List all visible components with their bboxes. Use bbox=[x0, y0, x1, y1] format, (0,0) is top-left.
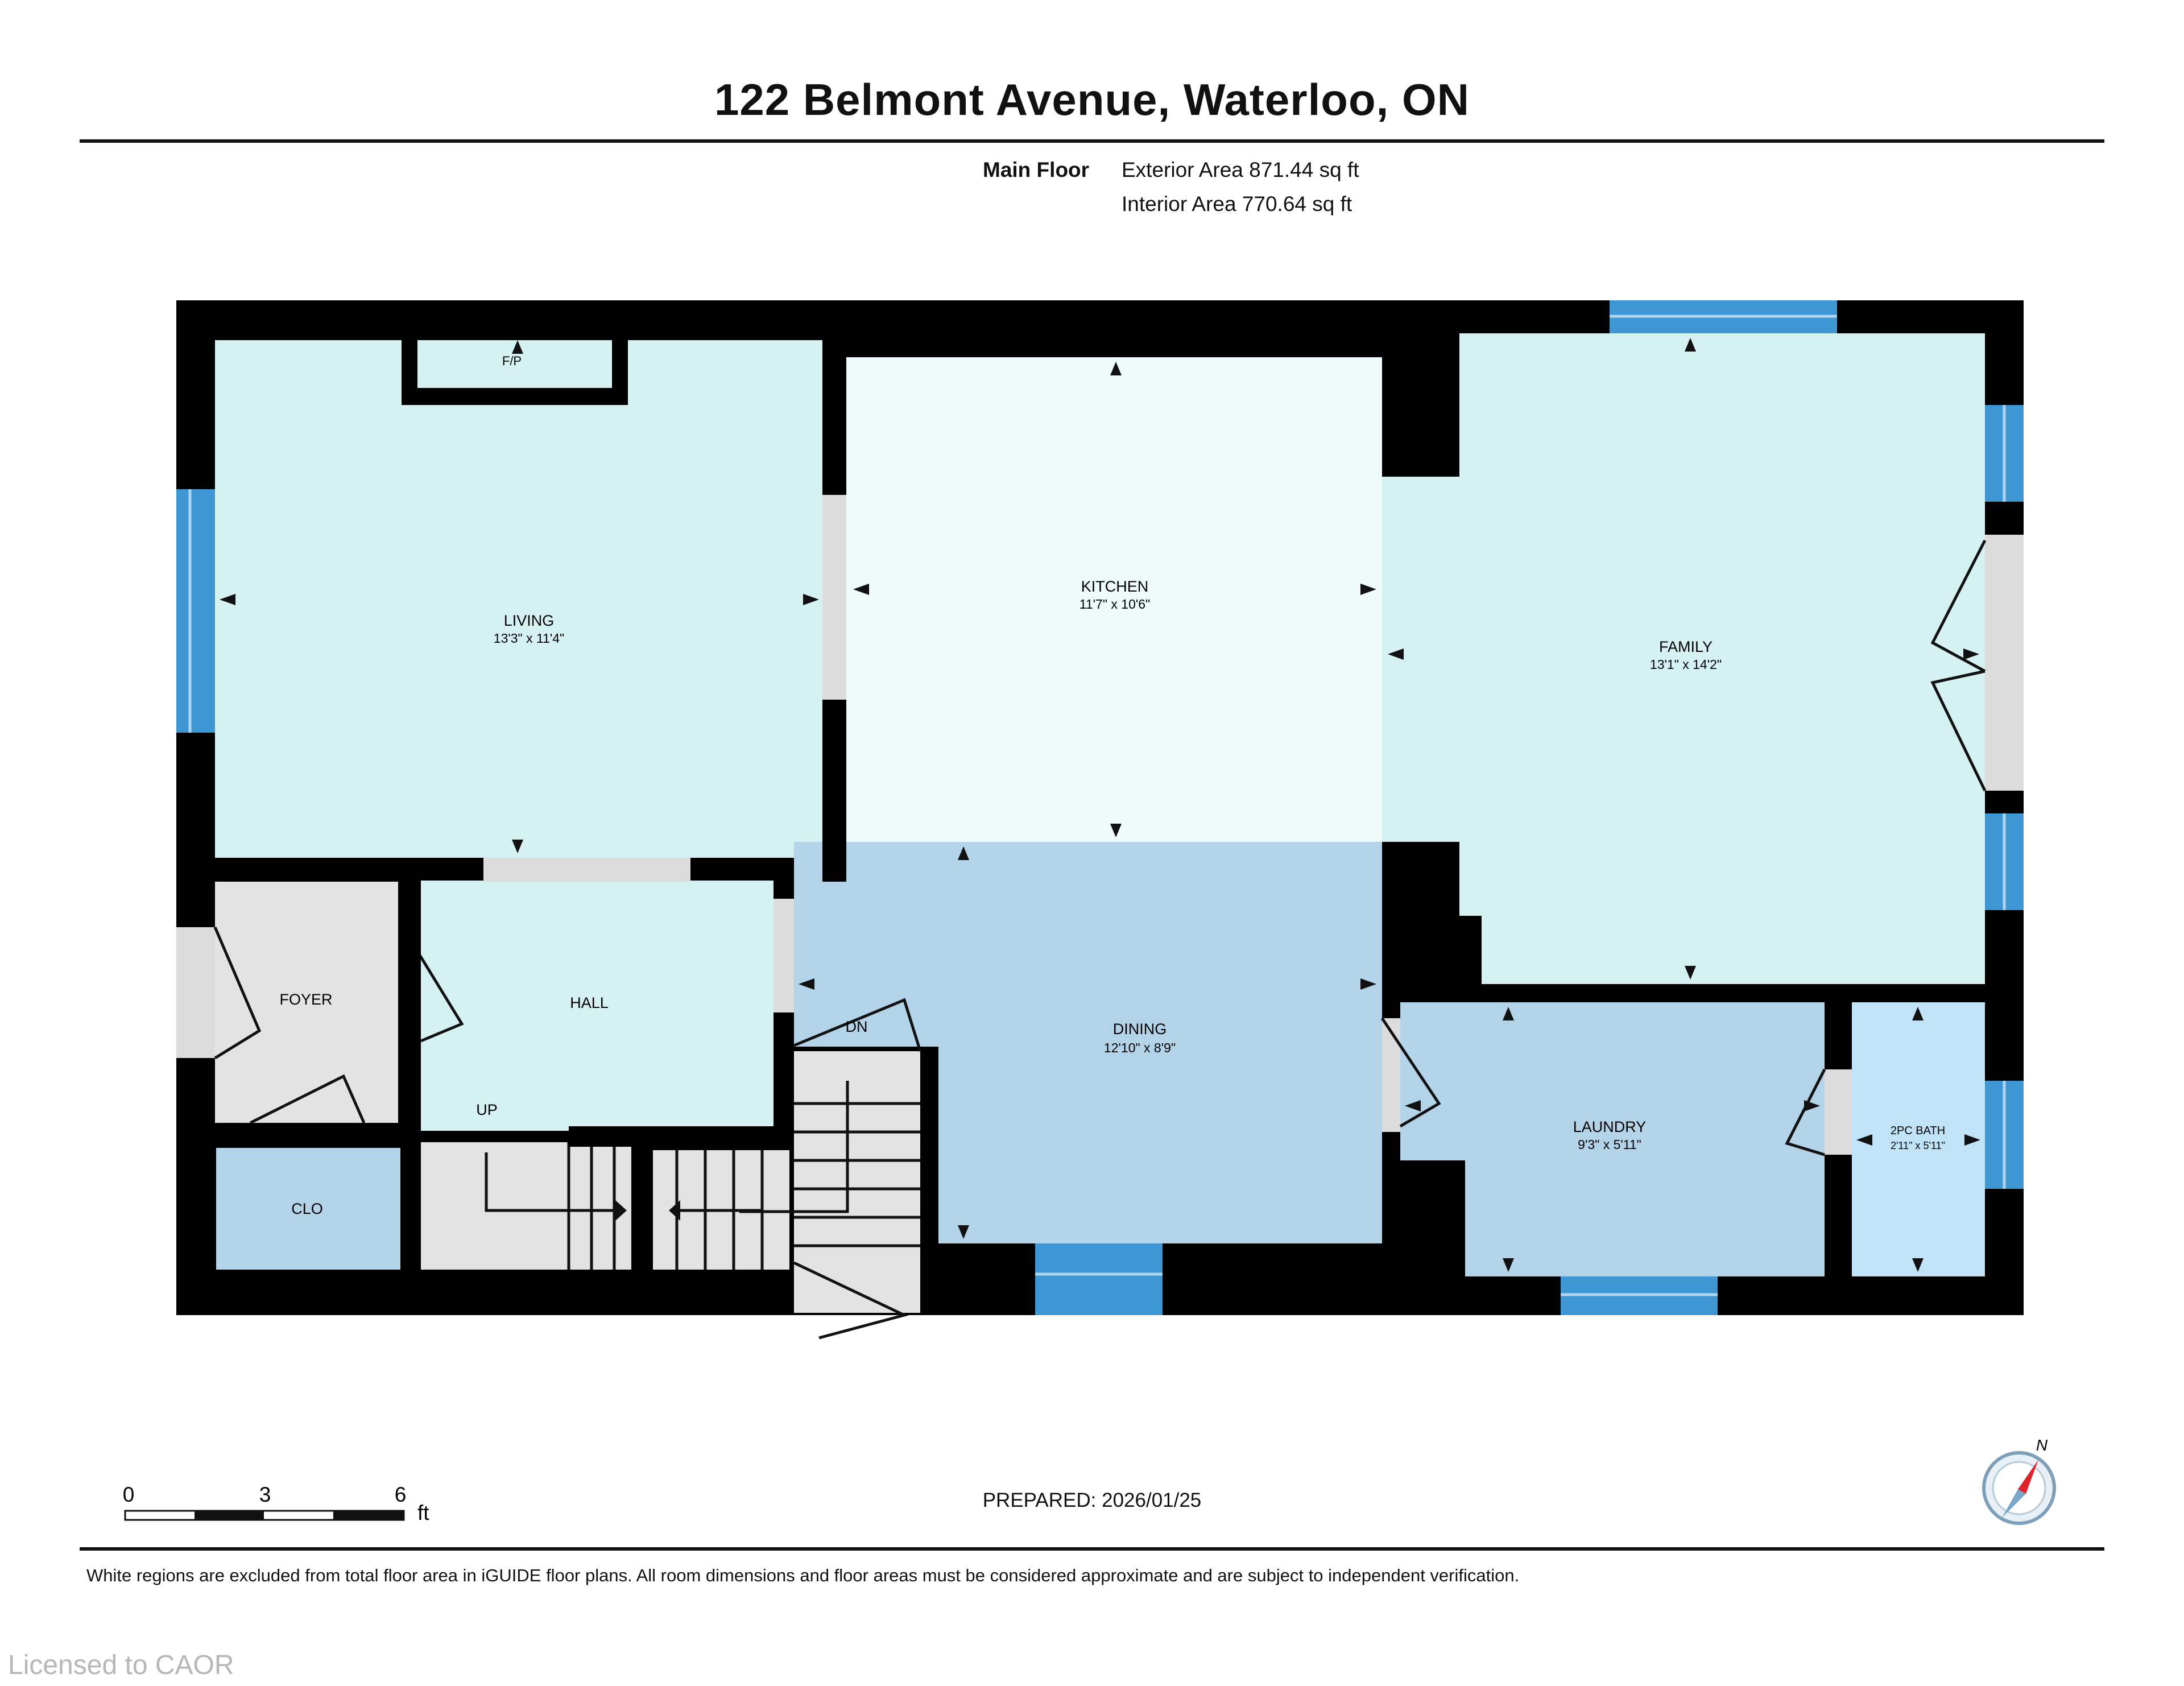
stairs-up[interactable] bbox=[421, 1142, 637, 1270]
fireplace-label: F/P bbox=[502, 354, 522, 368]
exterior-area: Exterior Area 871.44 sq ft bbox=[1122, 158, 1359, 181]
closet-label: CLO bbox=[291, 1200, 323, 1217]
prepared-date: PREPARED: 2026/01/25 bbox=[982, 1489, 1202, 1511]
scale-tick-3: 3 bbox=[259, 1483, 271, 1506]
footer-divider bbox=[80, 1547, 2104, 1551]
living-window bbox=[176, 489, 215, 733]
closet-room[interactable] bbox=[216, 1148, 400, 1270]
bath-label: 2PC BATH bbox=[1891, 1125, 1945, 1137]
scale-tick-0: 0 bbox=[123, 1483, 135, 1506]
family-label: FAMILY bbox=[1659, 638, 1713, 655]
stair-arrow-down bbox=[669, 1200, 680, 1221]
compass-icon: N bbox=[1982, 1436, 2056, 1525]
hall-dining-opening bbox=[774, 899, 794, 1013]
dimension-arrows bbox=[220, 338, 1980, 1272]
stairs-down[interactable] bbox=[794, 1051, 920, 1313]
kitchen-room[interactable] bbox=[846, 357, 1382, 842]
bath-door-opening bbox=[1825, 1069, 1852, 1155]
family-dimensions: 13'1" x 14'2" bbox=[1650, 657, 1722, 672]
interior-area: Interior Area 770.64 sq ft bbox=[1122, 192, 1352, 216]
disclaimer-text: White regions are excluded from total fl… bbox=[86, 1565, 1520, 1585]
stairs-down-label: DN bbox=[846, 1018, 868, 1035]
kitchen-label: KITCHEN bbox=[1081, 578, 1149, 595]
living-hall-opening bbox=[483, 858, 690, 882]
floor-label: Main Floor bbox=[983, 158, 1090, 181]
hall-label: HALL bbox=[570, 994, 609, 1011]
scale-tick-6: 6 bbox=[395, 1483, 407, 1506]
front-door-opening bbox=[176, 927, 215, 1058]
family-exterior-door bbox=[1985, 535, 2024, 791]
dining-window bbox=[1035, 1243, 1163, 1315]
bath-room[interactable] bbox=[1852, 1002, 1985, 1276]
scale-bar: 0 3 6 ft bbox=[123, 1483, 430, 1524]
laundry-label: LAUNDRY bbox=[1573, 1118, 1647, 1135]
living-room[interactable] bbox=[215, 340, 822, 858]
laundry-dimensions: 9'3" x 5'11" bbox=[1578, 1137, 1641, 1152]
dining-room[interactable] bbox=[794, 842, 1382, 1243]
header-divider bbox=[80, 139, 2104, 143]
foyer-label: FOYER bbox=[279, 991, 332, 1008]
living-kitchen-opening bbox=[822, 495, 846, 700]
laundry-room[interactable] bbox=[1400, 1002, 1825, 1276]
watermark-text: Licensed to CAOR bbox=[8, 1650, 234, 1680]
dining-label: DINING bbox=[1113, 1020, 1167, 1038]
stair-arrow-up bbox=[615, 1200, 627, 1221]
bath-dimensions: 2'11" x 5'11" bbox=[1891, 1140, 1945, 1151]
living-label: LIVING bbox=[504, 612, 555, 629]
windows bbox=[176, 300, 2024, 1315]
page-title: 122 Belmont Avenue, Waterloo, ON bbox=[714, 75, 1470, 125]
kitchen-dimensions: 11'7" x 10'6" bbox=[1079, 597, 1150, 611]
living-dimensions: 13'3" x 11'4" bbox=[494, 631, 564, 646]
compass-north-label: N bbox=[2036, 1436, 2048, 1454]
dining-dimensions: 12'10" x 8'9" bbox=[1104, 1040, 1176, 1055]
laundry-door-opening bbox=[1382, 1018, 1400, 1132]
door-swings bbox=[213, 539, 1987, 1340]
scale-unit: ft bbox=[417, 1501, 429, 1524]
hall-room[interactable] bbox=[421, 881, 774, 1131]
stairs-up-label: UP bbox=[476, 1101, 498, 1118]
family-room[interactable] bbox=[1382, 333, 1985, 984]
stair-treads bbox=[485, 1081, 920, 1270]
